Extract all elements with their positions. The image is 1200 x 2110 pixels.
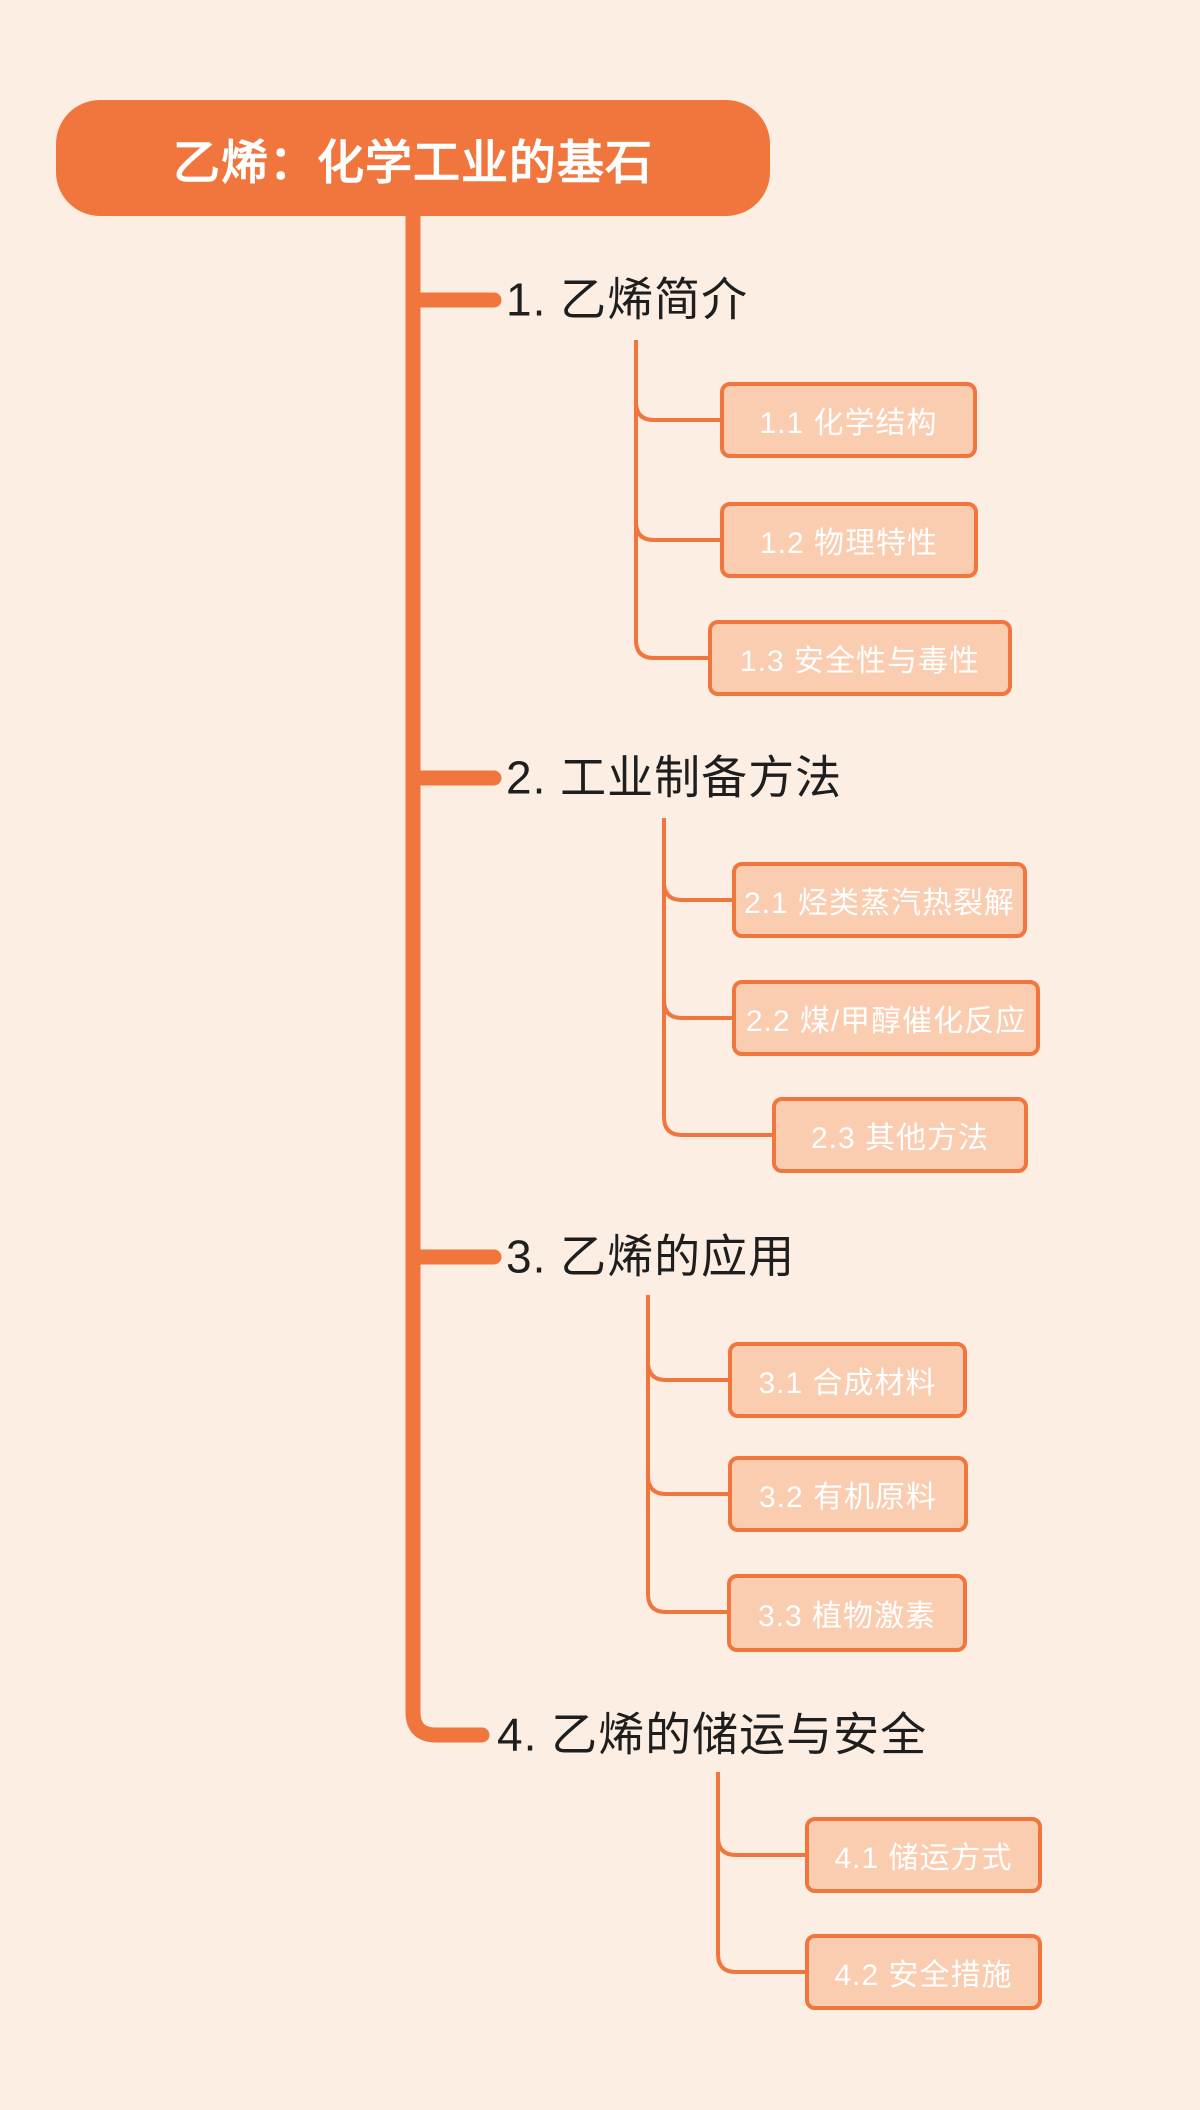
branch-3-child-1-connector — [646, 1361, 730, 1382]
branch-3-child-rail-connector — [646, 1295, 729, 1614]
subtopic-node-2-3[interactable]: 2.3 其他方法 — [772, 1097, 1028, 1173]
branch-1-child-rail-connector — [634, 340, 710, 660]
branch-3-child-2-connector — [646, 1475, 730, 1496]
subtopic-node-3-2[interactable]: 3.2 有机原料 — [728, 1456, 968, 1532]
branch-1-child-2-connector — [634, 521, 722, 542]
subtopic-node-4-2[interactable]: 4.2 安全措施 — [805, 1934, 1042, 2010]
trunk-connector-line — [405, 200, 490, 1743]
branch-2-child-1-connector — [662, 881, 734, 902]
root-node[interactable]: 乙烯：化学工业的基石 — [56, 100, 770, 216]
subtopic-node-1-3[interactable]: 1.3 安全性与毒性 — [708, 620, 1012, 696]
branch-4-child-rail-connector — [716, 1772, 807, 1974]
branch-4-child-1-connector — [716, 1836, 807, 1857]
branch-heading-2[interactable]: 2. 工业制备方法 — [506, 751, 843, 804]
branch-2-child-rail-connector — [662, 818, 774, 1137]
subtopic-node-1-2[interactable]: 1.2 物理特性 — [720, 502, 978, 578]
subtopic-node-3-1[interactable]: 3.1 合成材料 — [728, 1342, 967, 1418]
subtopic-node-4-1[interactable]: 4.1 储运方式 — [805, 1817, 1042, 1893]
branch-1-child-1-connector — [634, 401, 722, 422]
subtopic-node-1-1[interactable]: 1.1 化学结构 — [720, 382, 977, 458]
subtopic-node-2-1[interactable]: 2.1 烃类蒸汽热裂解 — [732, 862, 1027, 938]
branch-heading-1[interactable]: 1. 乙烯简介 — [506, 273, 749, 326]
subtopic-node-3-3[interactable]: 3.3 植物激素 — [727, 1574, 967, 1652]
branch-2-child-2-connector — [662, 999, 734, 1020]
branch-heading-3[interactable]: 3. 乙烯的应用 — [506, 1230, 796, 1283]
subtopic-node-2-2[interactable]: 2.2 煤/甲醇催化反应 — [732, 980, 1040, 1056]
branch-heading-4[interactable]: 4. 乙烯的储运与安全 — [497, 1708, 928, 1761]
